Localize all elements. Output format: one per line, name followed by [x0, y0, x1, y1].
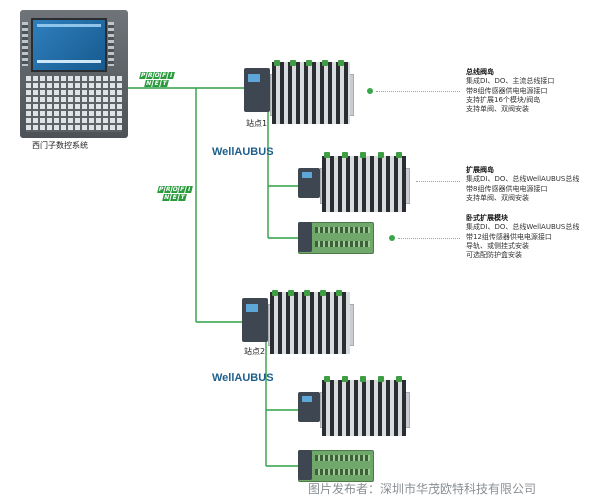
bus-interface-module: [298, 392, 320, 422]
cnc-controller-image: [20, 10, 128, 138]
description-line: 支持单阀、双阀安装: [466, 105, 529, 114]
station2-label: 站点2: [244, 347, 266, 356]
station1-label: 站点1: [246, 119, 268, 128]
bus-label-1: WellAUBUS: [212, 146, 274, 158]
valve-slices: [322, 380, 406, 436]
description-title: 总线阀岛: [466, 68, 494, 76]
description-title: 卧式扩展模块: [466, 214, 508, 222]
extension-valve-island-2: [298, 376, 410, 438]
description-line: 支持扩展16个模块/阀岛: [466, 95, 541, 104]
description-line: 可选配防护盒安装: [466, 251, 522, 260]
callout-dot: [389, 235, 395, 241]
callout-line: [376, 91, 460, 92]
description-line: 带8组传感器供电电源接口: [466, 86, 548, 95]
bus-label-2: WellAUBUS: [212, 372, 274, 384]
description-line: 集成DI、DO、总线WellAUBUS总线: [466, 223, 580, 232]
description-line: 带12组传感器供电电源接口: [466, 232, 552, 241]
valve-slices: [272, 62, 350, 124]
description-line: 带8组传感器供电电源接口: [466, 184, 548, 193]
horizontal-extension-module-2: [298, 450, 374, 482]
callout-line: [398, 238, 460, 239]
extension-valve-island-1: [298, 152, 410, 214]
description-line: 导轨、或侧挂式安装: [466, 241, 529, 250]
bus-interface-module: [298, 168, 320, 198]
description-horizontal-extension-module: 卧式扩展模块 集成DI、DO、总线WellAUBUS总线 带12组传感器供电电源…: [466, 214, 579, 260]
cnc-screen: [31, 18, 107, 72]
cnc-label: 西门子数控系统: [32, 141, 88, 150]
description-line: 集成DI、DO、总线WellAUBUS总线: [466, 175, 580, 184]
horizontal-extension-module-1: [298, 222, 374, 254]
gateway-module: [242, 298, 268, 342]
valve-slices: [322, 156, 406, 212]
gateway-module: [244, 68, 270, 112]
callout-dot: [367, 88, 373, 94]
description-bus-valve-island: 总线阀岛 集成DI、DO、主流总线接口 带8组传感器供电电源接口 支持扩展16个…: [466, 68, 554, 114]
valve-slices: [270, 292, 350, 354]
description-line: 支持单阀、双阀安装: [466, 193, 529, 202]
description-title: 扩展阀岛: [466, 166, 494, 174]
bus-valve-island-2: [242, 290, 354, 356]
callout-line: [416, 181, 460, 182]
softkey-strip-left: [22, 22, 28, 66]
bus-valve-island-1: [244, 60, 354, 126]
description-extension-valve-island: 扩展阀岛 集成DI、DO、总线WellAUBUS总线 带8组传感器供电电源接口 …: [466, 166, 579, 203]
description-line: 集成DI、DO、主流总线接口: [466, 77, 555, 86]
cnc-keypad: [26, 76, 122, 132]
softkey-strip-right: [108, 22, 114, 66]
watermark: 图片发布者：深圳市华茂欧特科技有限公司: [308, 482, 537, 496]
